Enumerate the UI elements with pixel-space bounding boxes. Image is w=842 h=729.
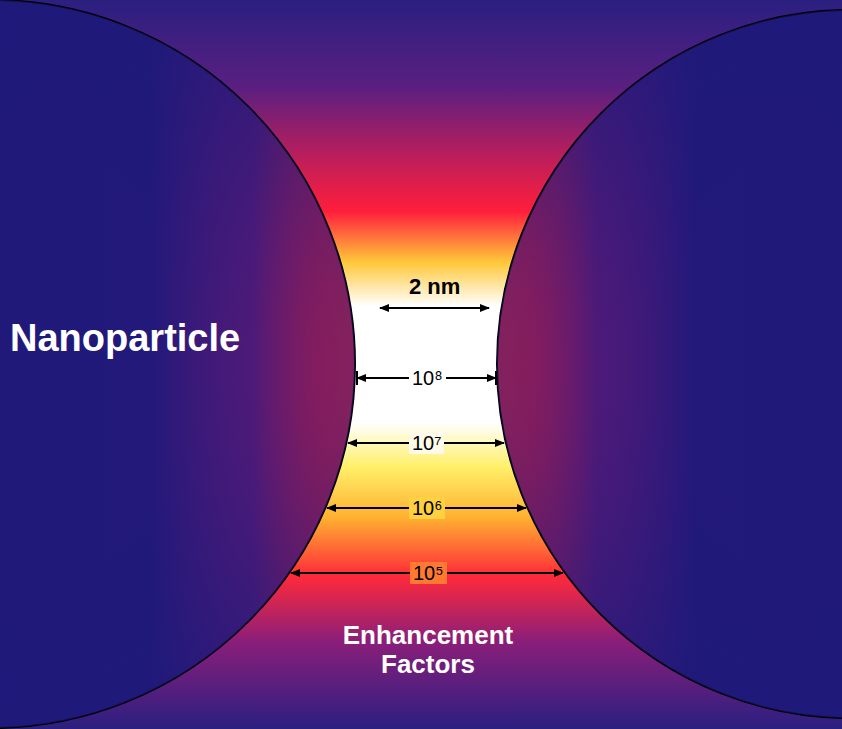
left-shade	[0, 0, 355, 728]
end-tick	[495, 371, 497, 385]
left-nanoparticle	[0, 0, 355, 728]
enhancement-value: 10⁵	[410, 562, 447, 584]
gap-arrow	[380, 307, 489, 309]
enhancement-value: 10⁸	[409, 367, 446, 389]
particle-label: Nanoparticle	[10, 318, 350, 360]
particle-region: Nanoparticle	[10, 318, 350, 360]
right-shade	[497, 10, 842, 718]
dimension-arrows	[291, 308, 563, 573]
gap-dimension: 2 nm	[409, 275, 460, 299]
enhancement-value: 10⁷	[409, 432, 444, 454]
end-tick	[356, 371, 358, 385]
enhancement-value: 10⁶	[409, 497, 445, 519]
right-nanoparticle	[497, 10, 842, 718]
caption-label: Enhancement Factors	[308, 621, 548, 678]
